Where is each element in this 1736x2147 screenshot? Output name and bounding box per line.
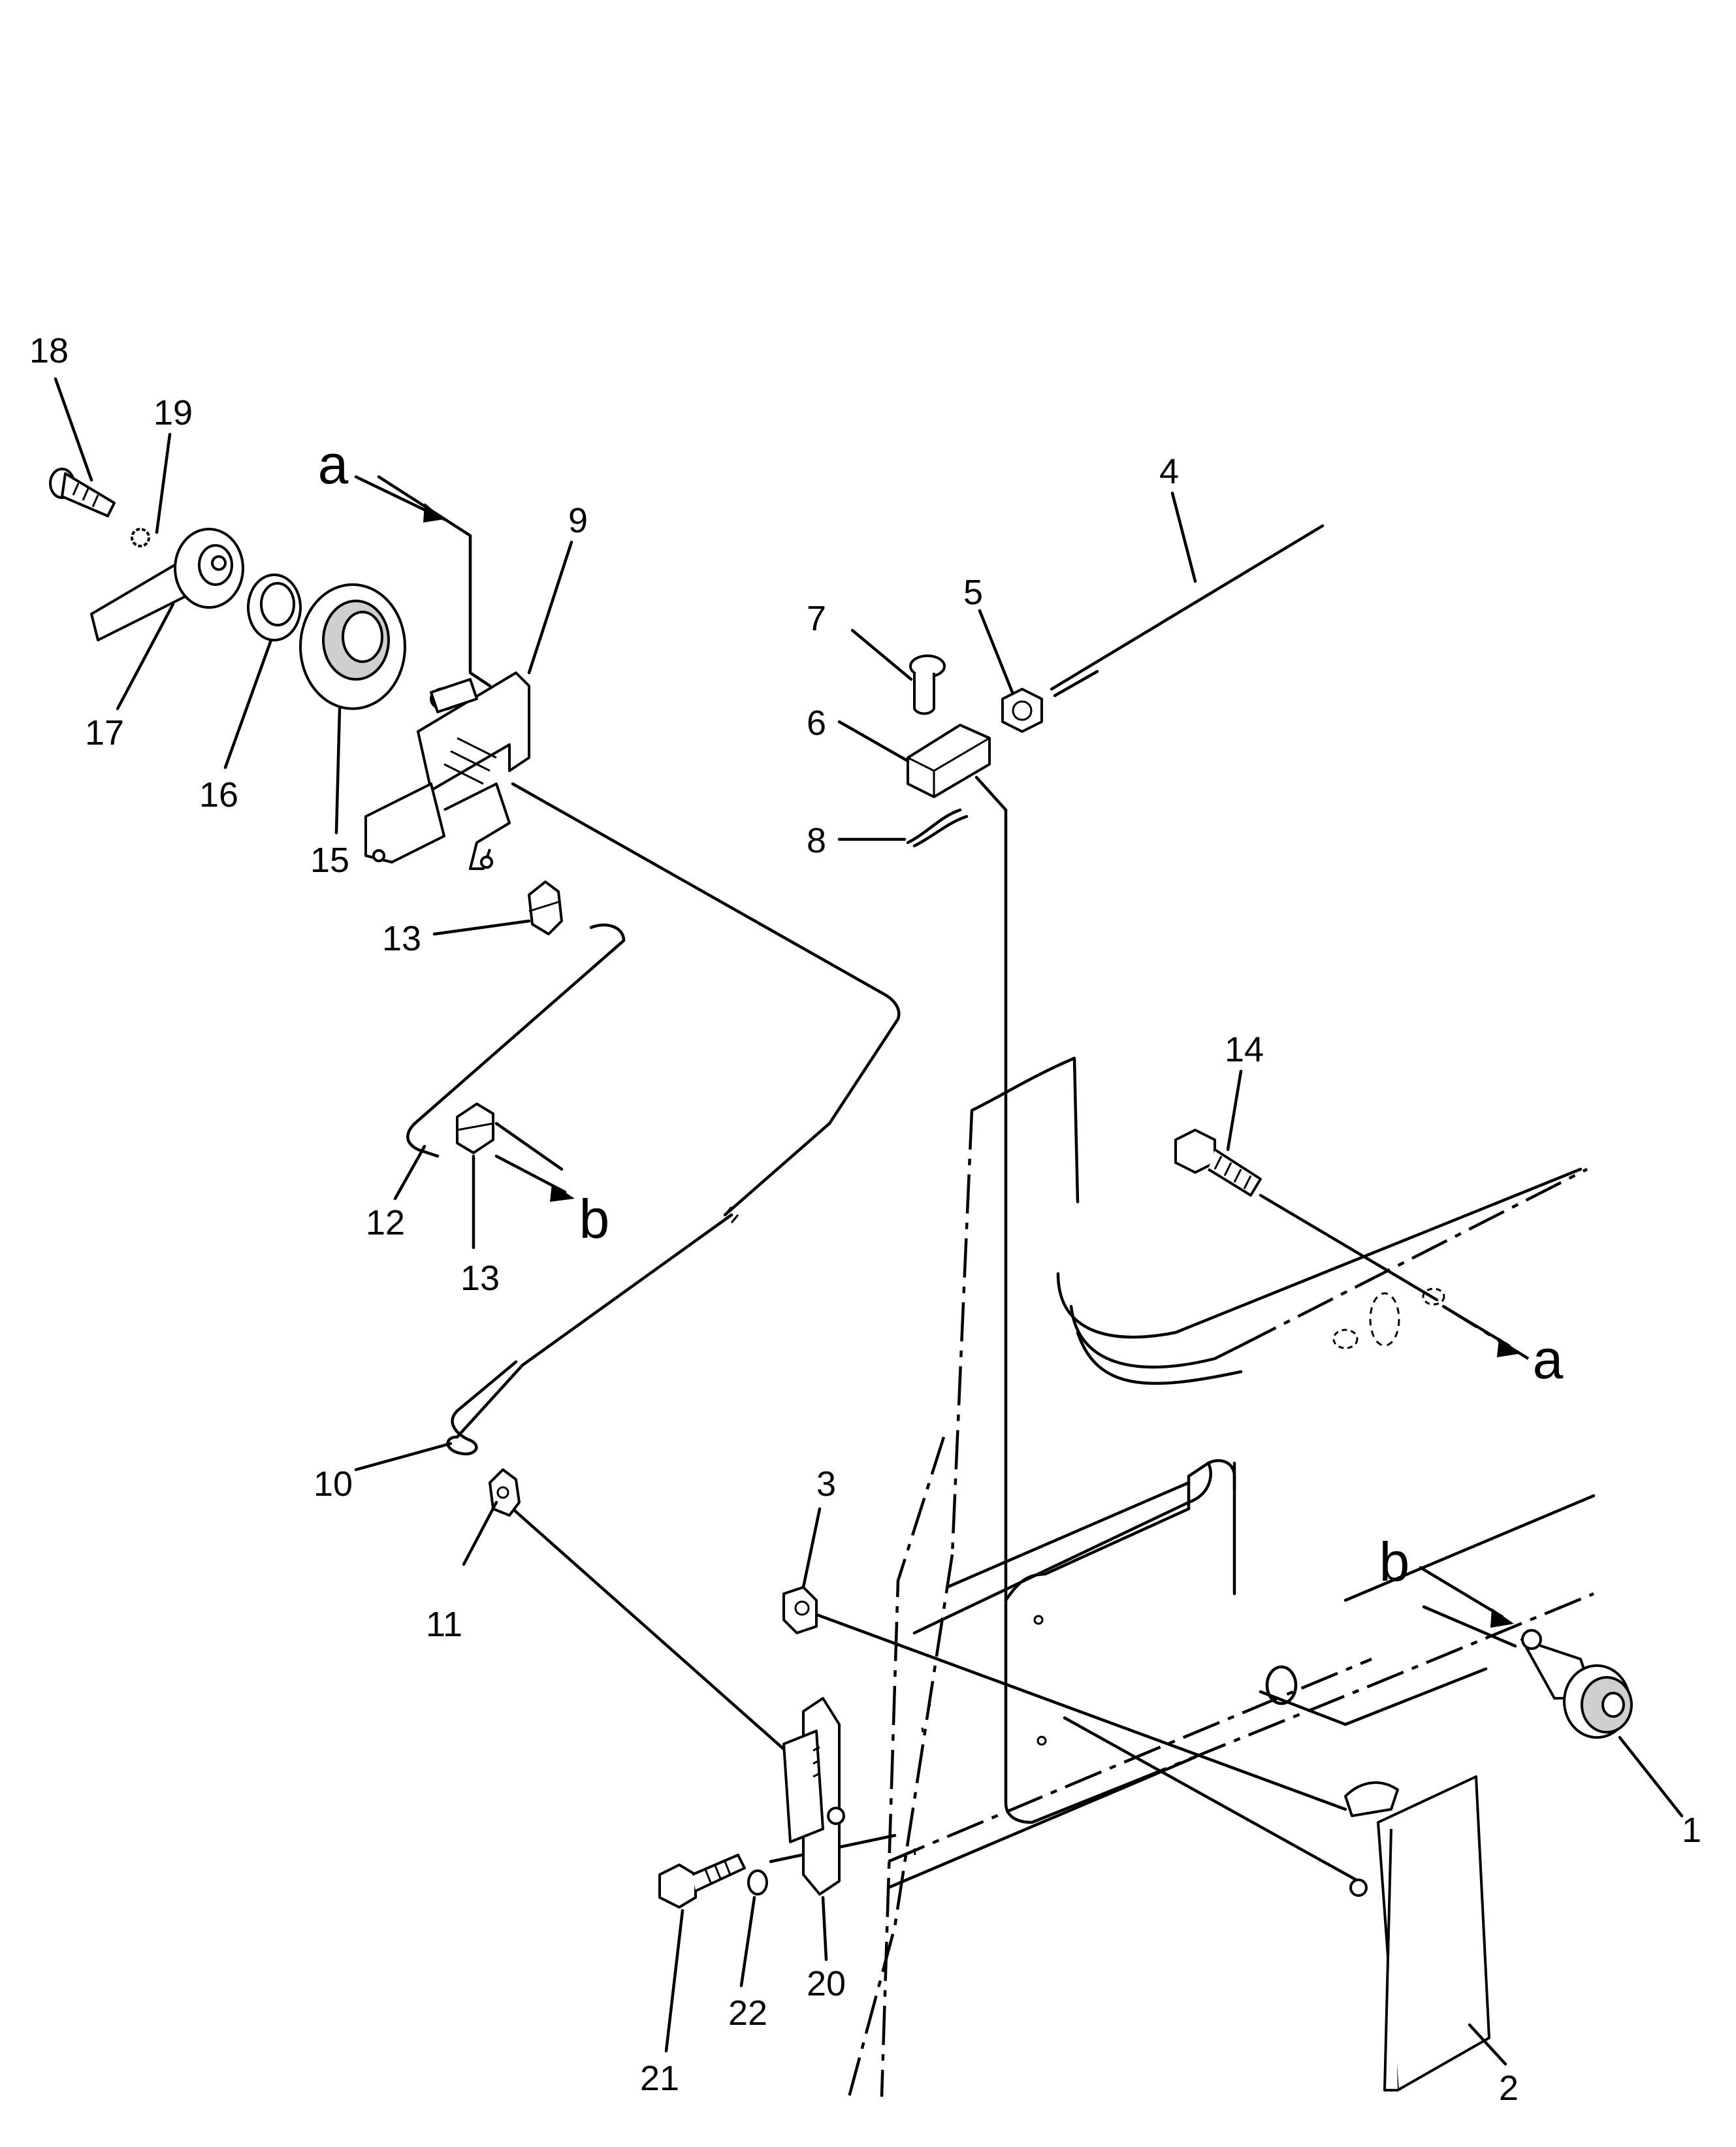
callout-labels: 1 2 3 4 5 6 7 8 9 10 11 12 13 13 14 15 1… <box>29 331 1701 2108</box>
callout-9: 9 <box>568 501 588 540</box>
callout-22: 22 <box>728 1994 767 2033</box>
callout-20: 20 <box>807 1964 846 2003</box>
part-clip-13-upper <box>528 880 563 935</box>
part-cotter-pin-8 <box>906 808 969 848</box>
hidden-washers <box>1332 1287 1445 1349</box>
callout-15: 15 <box>310 841 349 880</box>
part-washer-22 <box>747 1869 768 1896</box>
part-lever-assembly-9 <box>364 671 530 870</box>
part-bolt-14 <box>1174 1129 1262 1197</box>
frame-structure <box>847 775 1596 2097</box>
callout-1: 1 <box>1682 1811 1701 1850</box>
callout-19: 19 <box>153 393 193 432</box>
part-nut-3 <box>782 1586 818 1634</box>
part-pin-7 <box>909 654 946 715</box>
callout-8: 8 <box>807 821 826 860</box>
callout-6: 6 <box>807 703 826 743</box>
part-cap-15 <box>299 583 406 710</box>
ref-b-right: b <box>1379 1531 1410 1592</box>
reference-letter-labels: a a b b <box>318 434 1564 1592</box>
ref-a-lower: a <box>1533 1329 1564 1390</box>
callout-7: 7 <box>807 599 826 638</box>
callout-4: 4 <box>1159 452 1179 491</box>
callout-11: 11 <box>426 1605 462 1644</box>
part-screw-18 <box>49 468 116 517</box>
callout-18: 18 <box>29 331 69 370</box>
part-bolt-21 <box>658 1854 746 1909</box>
ref-b-left: b <box>579 1188 610 1250</box>
callout-13-upper: 13 <box>382 919 421 958</box>
callout-21: 21 <box>640 2059 679 2098</box>
leader-lines <box>54 377 1684 2066</box>
control-rods <box>377 475 1530 1883</box>
ring-near-1 <box>1265 1665 1298 1705</box>
callout-5: 5 <box>963 573 983 612</box>
callout-13-lower: 13 <box>460 1259 500 1298</box>
part-switch-20 <box>782 1697 845 1896</box>
part-knob-1 <box>1520 1629 1633 1739</box>
part-handle-17 <box>90 528 244 641</box>
part-plate-2 <box>1344 1775 1490 2091</box>
part-lockwasher-19 <box>131 528 150 547</box>
part-washer-16 <box>247 573 302 641</box>
callout-16: 16 <box>199 775 238 815</box>
callout-2: 2 <box>1499 2069 1519 2108</box>
part-clip-13-lower <box>456 1103 494 1154</box>
part-block-6 <box>907 724 991 798</box>
part-nut-5 <box>1001 688 1043 733</box>
callout-10: 10 <box>313 1464 353 1504</box>
callout-14: 14 <box>1225 1030 1264 1069</box>
callout-17: 17 <box>85 713 124 752</box>
callout-12: 12 <box>366 1203 405 1242</box>
reference-arrows <box>354 475 1522 1628</box>
callout-3: 3 <box>816 1464 836 1504</box>
ref-a-upper: a <box>318 434 349 495</box>
